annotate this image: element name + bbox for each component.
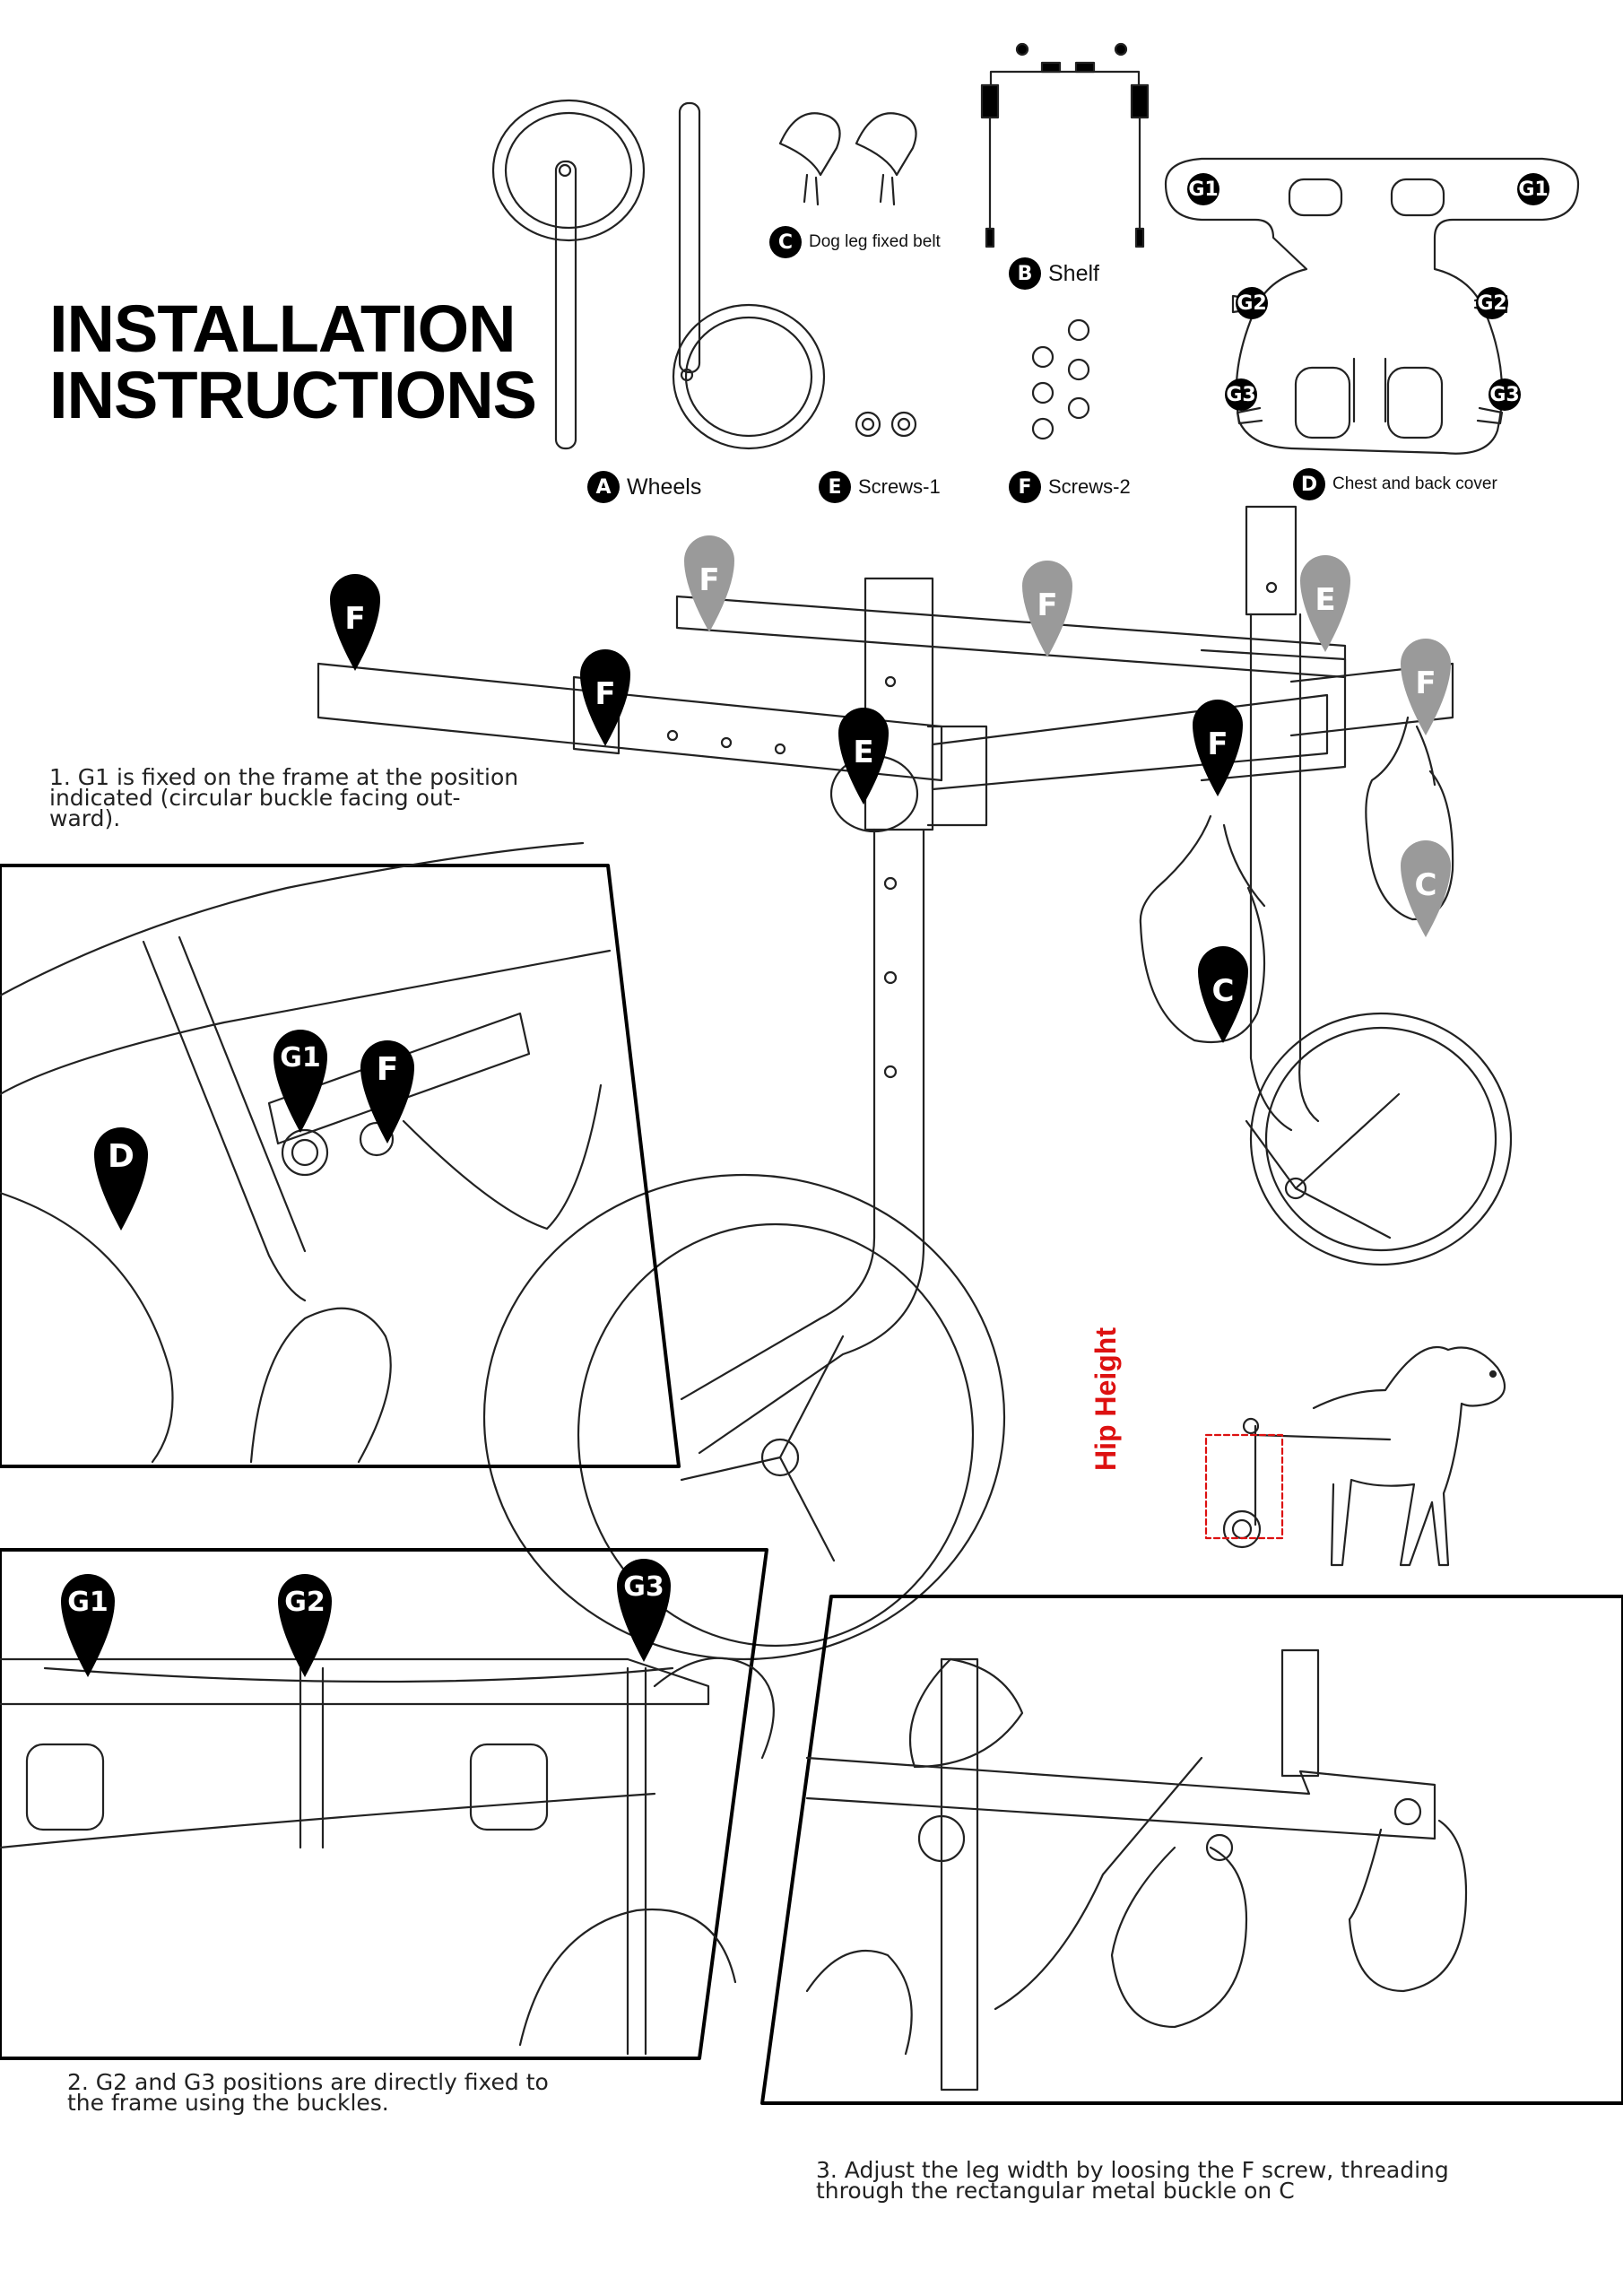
part-e-label: E Screws-1	[819, 471, 941, 503]
pin-e-grey: E	[1315, 582, 1336, 618]
cover-g2-left: G2	[1236, 287, 1268, 319]
pin-c-grey: C	[1414, 867, 1437, 903]
step-1-line-3: ward).	[49, 805, 121, 831]
cover-g3-left: G3	[1225, 378, 1257, 411]
panel2-pin-g3: G3	[623, 1571, 664, 1603]
step-1-line-2: indicated (circular buckle facing out-	[49, 785, 461, 811]
panel1-pin-f: F	[376, 1051, 399, 1088]
pin-f-grey-1: F	[699, 562, 720, 598]
cover-g2-right: G2	[1476, 287, 1508, 319]
shelf-drawing	[980, 42, 1150, 248]
screws1-drawing	[855, 411, 917, 438]
panel2-drawing	[0, 1548, 775, 2060]
part-f-label: F Screws-2	[1009, 471, 1131, 503]
part-b-text: Shelf	[1048, 260, 1099, 286]
cover-g1-left: G1	[1187, 173, 1219, 205]
panel2-pin-g1: G1	[67, 1587, 108, 1618]
leg-belt-drawing	[778, 112, 917, 206]
part-f-text: Screws-2	[1048, 475, 1131, 498]
step-2-line-2: the frame using the buckles.	[67, 2090, 389, 2116]
step-1-line-1: 1. G1 is fixed on the frame at the posit…	[49, 764, 519, 790]
cover-g3-right: G3	[1488, 378, 1521, 411]
dog-drawing	[1204, 1345, 1506, 1567]
part-a-text: Wheels	[627, 474, 702, 500]
panel1-drawing	[0, 841, 681, 1468]
pin-c-1: C	[1211, 973, 1235, 1009]
pin-f-grey-2: F	[1037, 587, 1058, 623]
pin-f-2: F	[595, 676, 616, 712]
panel3-drawing	[760, 1595, 1623, 2105]
part-e-badge: E	[819, 471, 851, 503]
cover-g1-right: G1	[1517, 173, 1549, 205]
pin-markers	[61, 535, 1451, 1677]
cover-drawing	[1164, 157, 1580, 455]
part-e-text: Screws-1	[858, 475, 941, 498]
part-b-badge: B	[1009, 257, 1041, 290]
pin-f-1: F	[344, 601, 366, 637]
part-d-badge: D	[1293, 468, 1325, 500]
step-2-line-1: 2. G2 and G3 positions are directly fixe…	[67, 2069, 549, 2095]
pin-f-3: F	[1207, 726, 1228, 762]
part-a-badge: A	[587, 471, 620, 503]
wheelchair-frame-drawing	[317, 505, 1513, 1661]
step-3-line-1: 3. Adjust the leg width by loosing the F…	[816, 2157, 1449, 2183]
part-f-badge: F	[1009, 471, 1041, 503]
wheels-drawing	[491, 99, 826, 450]
part-c-label: C Dog leg fixed belt	[769, 226, 941, 258]
part-a-label: A Wheels	[587, 471, 701, 503]
panel2-pin-g2: G2	[284, 1587, 325, 1618]
panel1-pin-g1: G1	[280, 1042, 321, 1074]
part-b-label: B Shelf	[1009, 257, 1099, 290]
panel1-pin-d: D	[108, 1138, 135, 1175]
step-3-caption: 3. Adjust the leg width by loosing the F…	[816, 2157, 1449, 2204]
pin-e-1: E	[853, 735, 874, 770]
part-d-text: Chest and back cover	[1332, 474, 1497, 493]
step-3-line-2: through the rectangular metal buckle on …	[816, 2178, 1295, 2204]
page-title: INSTALLATION INSTRUCTIONS	[49, 291, 537, 432]
hip-height-label: Hip Height	[1089, 1327, 1122, 1471]
pin-f-grey-3: F	[1415, 665, 1436, 701]
title-line-2: INSTRUCTIONS	[49, 358, 537, 432]
part-c-text: Dog leg fixed belt	[809, 232, 941, 251]
step-2-caption: 2. G2 and G3 positions are directly fixe…	[67, 2069, 549, 2116]
part-d-label: D Chest and back cover	[1293, 468, 1497, 500]
screws2-drawing	[1031, 318, 1090, 440]
title-line-1: INSTALLATION	[49, 291, 516, 366]
step-1-caption: 1. G1 is fixed on the frame at the posit…	[49, 764, 519, 831]
part-c-badge: C	[769, 226, 802, 258]
